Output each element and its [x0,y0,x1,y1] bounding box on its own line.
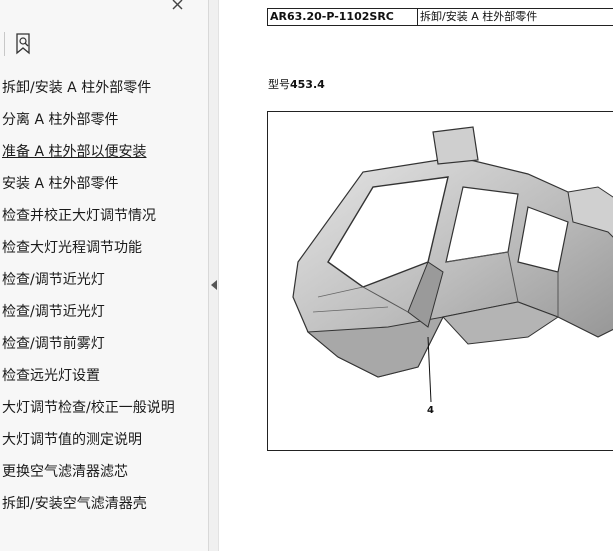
bookmark-label: 更换空气滤清器滤芯 [2,464,128,480]
document-code: AR63.20-P-1102SRC [268,9,418,25]
model-prefix: 型号 [268,78,290,91]
bookmark-label: 检查远光灯设置 [2,368,100,384]
panel-collapse-handle[interactable] [209,0,219,551]
bookmark-item[interactable]: 大灯调节值的测定说明 [0,424,209,456]
document-title: 拆卸/安装 A 柱外部零件 [420,10,538,23]
model-value: 453.4 [290,78,325,91]
bookmark-item[interactable]: 准备 A 柱外部以便安装 [0,136,209,168]
bookmark-label: 拆卸/安装 A 柱外部零件 [2,80,152,96]
bookmark-item[interactable]: 检查/调节近光灯 [0,296,209,328]
bookmark-search-icon[interactable] [4,32,34,56]
model-line: 型号453.4 [268,76,325,92]
bookmark-item[interactable]: 安装 A 柱外部零件 [0,168,209,200]
bookmark-label: 分离 A 柱外部零件 [2,112,119,128]
document-page: AR63.20-P-1102SRC 拆卸/安装 A 柱外部零件 型号453.4 [220,0,613,551]
bookmark-item[interactable]: 拆卸/安装 A 柱外部零件 [0,72,209,104]
bookmark-item[interactable]: 更换空气滤清器滤芯 [0,456,209,488]
bookmark-label: 检查/调节前雾灯 [2,336,105,352]
bookmark-label: 安装 A 柱外部零件 [2,176,119,192]
toolbar-divider [4,32,5,56]
figure-callout-label: 4 [427,405,434,416]
bookmark-label: 检查并校正大灯调节情况 [2,208,156,224]
bookmark-label: 大灯调节值的测定说明 [2,432,142,448]
figure-box: 4 [267,111,613,451]
bookmark-item[interactable]: 检查并校正大灯调节情况 [0,200,209,232]
bookmark-item[interactable]: 大灯调节检查/校正一般说明 [0,392,209,424]
bookmark-list: 拆卸/安装 A 柱外部零件分离 A 柱外部零件准备 A 柱外部以便安装安装 A … [0,72,209,520]
document-header-table: AR63.20-P-1102SRC 拆卸/安装 A 柱外部零件 [267,8,613,26]
collapse-arrow-icon [211,280,217,290]
bookmark-label: 大灯调节检查/校正一般说明 [2,400,175,416]
bookmark-item[interactable]: 检查大灯光程调节功能 [0,232,209,264]
bookmark-item[interactable]: 检查远光灯设置 [0,360,209,392]
bookmark-label: 检查大灯光程调节功能 [2,240,142,256]
bookmark-item[interactable]: 拆卸/安装空气滤清器壳 [0,488,209,520]
bookmarks-panel: 拆卸/安装 A 柱外部零件分离 A 柱外部零件准备 A 柱外部以便安装安装 A … [0,0,209,551]
bookmark-item[interactable]: 检查/调节近光灯 [0,264,209,296]
bookmark-label: 检查/调节近光灯 [2,272,105,288]
bookmark-item[interactable]: 检查/调节前雾灯 [0,328,209,360]
bookmark-label: 准备 A 柱外部以便安装 [2,144,147,160]
bookmark-label: 拆卸/安装空气滤清器壳 [2,496,147,512]
bookmark-item[interactable]: 分离 A 柱外部零件 [0,104,209,136]
close-icon[interactable] [170,0,188,10]
bookmark-label: 检查/调节近光灯 [2,304,105,320]
car-body-frame-illustration [292,126,613,403]
